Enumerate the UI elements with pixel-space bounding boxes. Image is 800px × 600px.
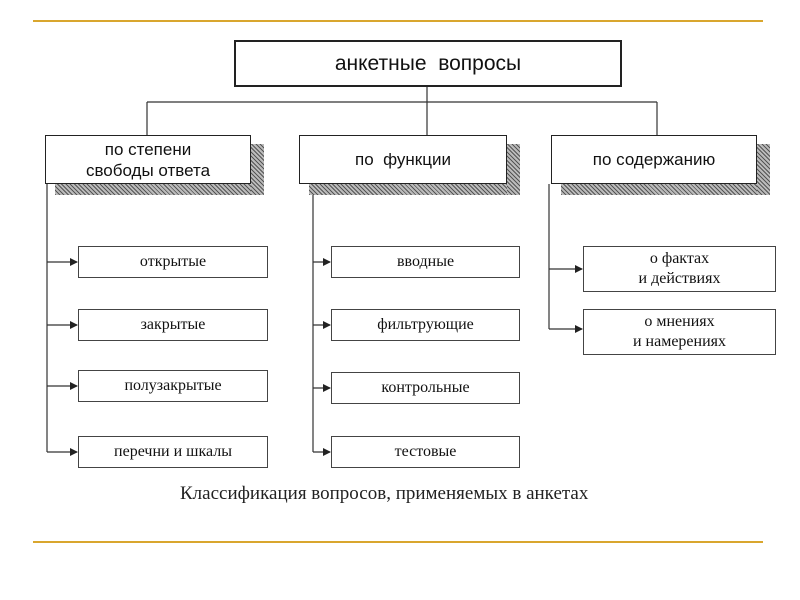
leaf-filtering: фильтрующие: [331, 309, 520, 341]
leaf-label: открытые: [139, 253, 207, 270]
leaf-introductory: вводные: [331, 246, 520, 278]
leaf-label: фильтрующие: [377, 316, 474, 333]
category-shadow: [757, 144, 770, 195]
root-node-label: анкетные вопросы: [334, 51, 522, 75]
leaf-opinions-and-intentions: о мнениях и намерениях: [583, 309, 776, 355]
leaf-control: контрольные: [331, 372, 520, 404]
leaf-test: тестовые: [331, 436, 520, 468]
root-node: анкетные вопросы: [234, 40, 622, 87]
leaf-lists-and-scales: перечни и шкалы: [78, 436, 268, 468]
leaf-open: открытые: [78, 246, 268, 278]
leaf-closed: закрытые: [78, 309, 268, 341]
category-label-line: по содержанию: [592, 150, 716, 169]
category-node-function: по функции: [299, 135, 507, 184]
category-node-content: по содержанию: [551, 135, 757, 184]
leaf-label: перечни и шкалы: [114, 443, 232, 460]
leaf-label: контрольные: [381, 379, 470, 396]
leaf-label: закрытые: [140, 316, 206, 333]
leaf-facts-and-actions: о фактах и действиях: [583, 246, 776, 292]
category-node-freedom: по степени свободы ответа: [45, 135, 251, 184]
leaf-label-line: и намерениях: [632, 333, 727, 350]
category-shadow: [309, 182, 517, 195]
category-shadow: [561, 182, 767, 195]
diagram-caption: Классификация вопросов, применяемых в ан…: [180, 483, 589, 504]
category-shadow: [251, 144, 264, 195]
category-label-line: по степени: [104, 139, 192, 159]
leaf-label: тестовые: [394, 443, 457, 460]
leaf-semi-closed: полузакрытые: [78, 370, 268, 402]
category-shadow: [55, 182, 261, 195]
leaf-label-line: и действиях: [638, 270, 721, 287]
category-label-line: по функции: [355, 150, 451, 169]
leaf-label-line: о мнениях: [644, 313, 715, 330]
leaf-label-line: о фактах: [649, 250, 710, 267]
category-label-line: свободы ответа: [85, 160, 211, 180]
bottom-divider: [33, 541, 763, 543]
category-shadow: [507, 144, 520, 195]
top-divider: [33, 20, 763, 22]
leaf-label: вводные: [396, 253, 455, 270]
leaf-label: полузакрытые: [124, 377, 222, 394]
